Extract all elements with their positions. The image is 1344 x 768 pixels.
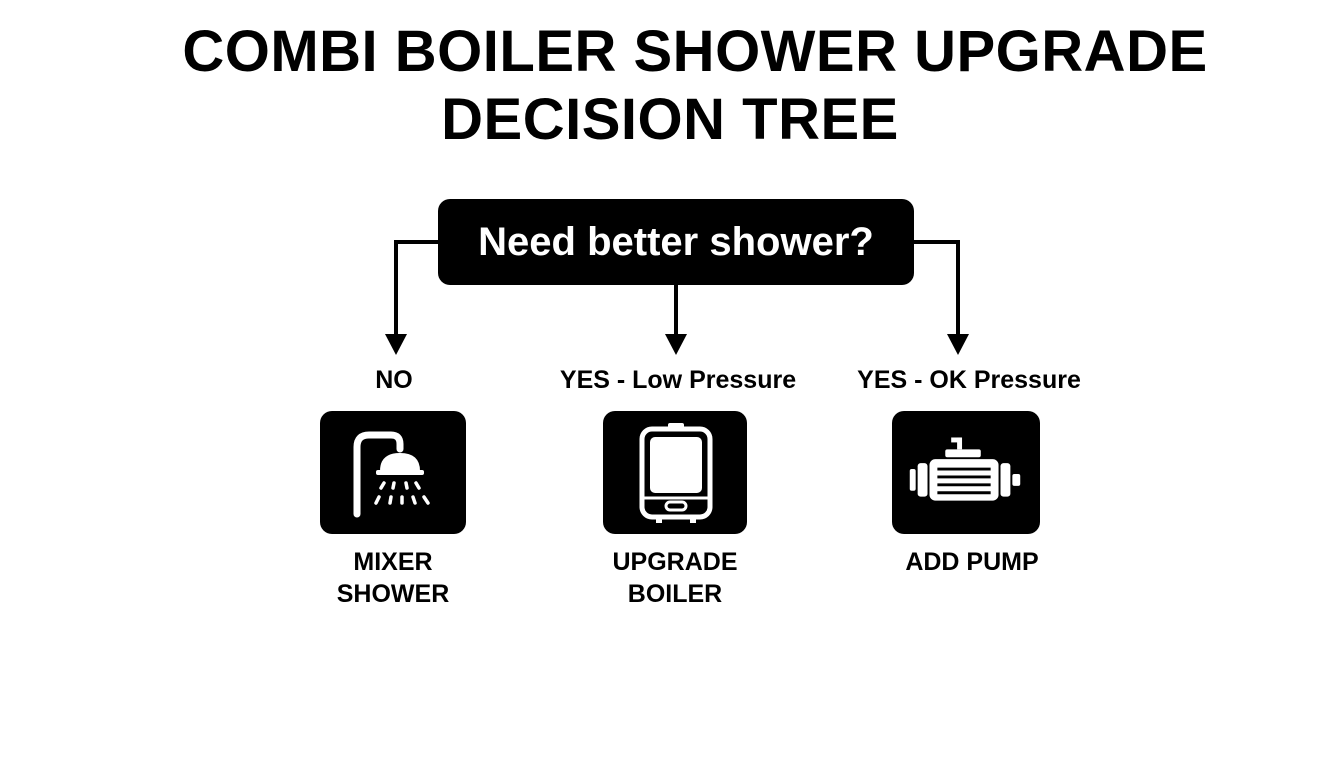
branch-label-no: NO — [375, 366, 413, 394]
diagram-title: COMBI BOILER SHOWER UPGRADE — [182, 19, 1208, 84]
outcome-label-line-1: MIXER — [353, 548, 433, 576]
shower-head-icon — [353, 431, 430, 518]
outcome-label-line-1: UPGRADE — [612, 548, 738, 576]
arrow-yes-low — [665, 334, 687, 355]
outcome-label-line-1: ADD PUMP — [905, 548, 1039, 576]
outcome-node-mixer-shower — [320, 411, 466, 534]
branch-label-yes-ok: YES - OK Pressure — [857, 366, 1081, 394]
root-question-label: Need better shower? — [478, 219, 874, 264]
boiler-icon — [639, 423, 713, 523]
connector-no — [394, 240, 438, 338]
outcome-label-mixer-shower: MIXER SHOWER — [273, 546, 513, 610]
connector-yes-ok — [914, 240, 960, 338]
outcome-label-line-2: BOILER — [627, 580, 723, 608]
outcome-node-add-pump — [892, 411, 1040, 534]
outcome-label-add-pump: ADD PUMP — [852, 546, 1092, 578]
outcome-label-upgrade-boiler: UPGRADE BOILER — [555, 546, 795, 610]
outcome-node-upgrade-boiler — [603, 411, 747, 534]
arrow-no — [385, 334, 407, 355]
branch-label-yes-low: YES - Low Pressure — [559, 366, 797, 394]
pump-icon — [909, 437, 1021, 501]
root-question-node: Need better shower? — [438, 199, 914, 285]
diagram-title-line-2: DECISION TREE — [441, 87, 899, 152]
outcome-label-line-2: SHOWER — [336, 580, 450, 608]
arrow-yes-ok — [947, 334, 969, 355]
